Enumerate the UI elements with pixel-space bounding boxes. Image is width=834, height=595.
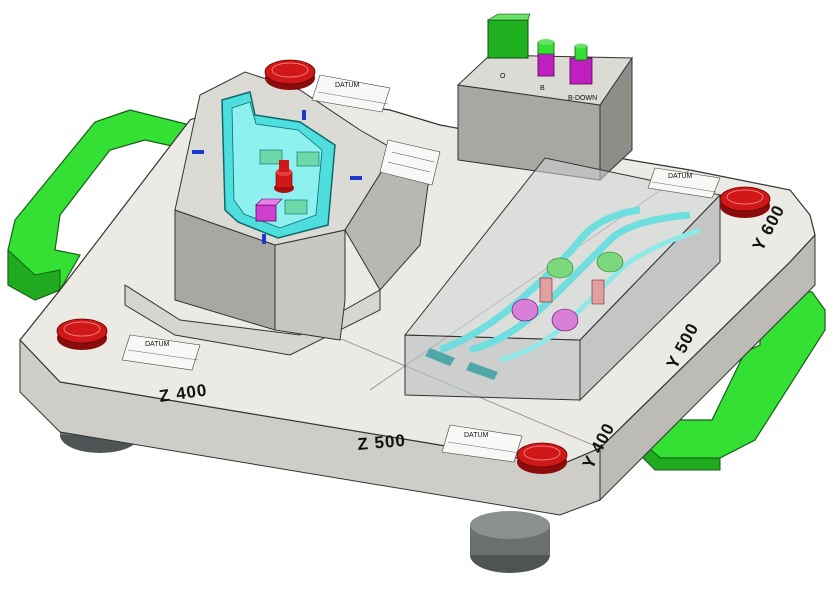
fixture-block	[124, 71, 441, 356]
datum-plate-1: DATUM	[311, 74, 391, 113]
red-part	[274, 160, 294, 193]
datum-plate-1-label: DATUM	[335, 82, 360, 89]
clamp-button-top-right[interactable]	[719, 186, 771, 218]
datum-plate-3-label: DATUM	[145, 341, 170, 348]
magenta-button-2[interactable]: B-DOWN	[568, 43, 597, 103]
green-button[interactable]: O	[486, 13, 531, 80]
left-handle[interactable]	[7, 109, 191, 301]
hoses	[425, 206, 701, 380]
green-button-label: O	[500, 73, 506, 80]
datum-plate-4: DATUM	[441, 424, 523, 463]
magenta-block	[255, 198, 283, 222]
datum-plate-4-label: DATUM	[464, 432, 489, 439]
locator-pins	[192, 110, 362, 244]
clamp-button-top-left[interactable]	[264, 59, 316, 90]
z500-label: Z 500	[357, 431, 407, 454]
datum-plate-3: DATUM	[121, 334, 201, 371]
datum-plate-2: DATUM	[647, 167, 721, 199]
magenta-button-2-label: B-DOWN	[568, 95, 597, 102]
magenta-button-1-label: B	[540, 85, 545, 92]
datum-plate-2-label: DATUM	[668, 173, 693, 180]
control-box: O B B-DOWN	[456, 13, 633, 182]
block-label-plate	[379, 139, 441, 186]
magenta-button-1[interactable]: B	[537, 39, 555, 92]
clamp-button-bottom-left[interactable]	[56, 318, 108, 350]
clamp-button-bottom-right[interactable]	[516, 442, 568, 474]
glass-enclosure	[403, 157, 721, 402]
